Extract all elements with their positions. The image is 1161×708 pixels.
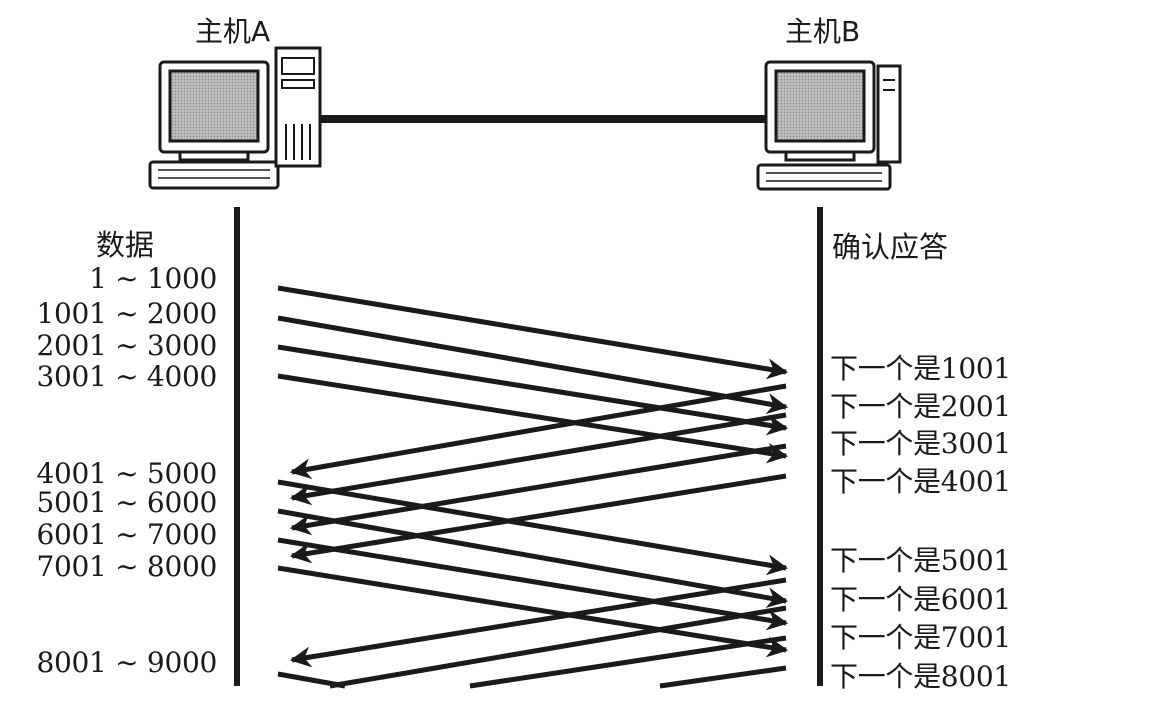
data-arrow [277,344,789,436]
ack-label: 下一个是4001 [830,465,1011,498]
ack-arrow [289,577,787,668]
segment-label: 5001 ~ 6000 [36,486,218,519]
host-a-label: 主机A [195,15,271,48]
ack-arrow [659,665,787,689]
data-arrow [277,671,346,689]
data-arrow [277,373,789,464]
segment-label: 7001 ~ 8000 [36,550,218,583]
host-b-label: 主机B [785,15,861,48]
segment-label: 6001 ~ 7000 [36,518,218,551]
segment-label: 2001 ~ 3000 [36,329,218,362]
segment-label: 4001 ~ 5000 [36,457,218,490]
data-arrow [277,479,789,576]
ack-arrow [289,443,787,536]
message-arrows [277,285,789,689]
ack-label: 下一个是6001 [830,583,1011,616]
ack-label: 下一个是3001 [830,427,1011,460]
segment-label: 8001 ~ 9000 [36,646,218,679]
ack-arrow [289,383,787,480]
ack-label: 下一个是2001 [830,390,1011,423]
ack-label: 下一个是1001 [830,352,1011,385]
ack-label: 下一个是7001 [830,621,1011,654]
segment-label: 1 ~ 1000 [89,262,217,295]
ack-label: 下一个是8001 [830,660,1011,693]
ack-arrow [329,605,787,689]
host-b-computer-icon [756,60,902,191]
data-arrow [277,315,789,415]
data-arrow [277,537,789,631]
data-arrow [277,508,789,609]
ack-label: 下一个是5001 [830,544,1011,577]
ack-column-label: 确认应答 [832,230,949,264]
data-arrow [277,565,789,658]
segment-label: 3001 ~ 4000 [36,360,218,393]
segment-label: 1001 ~ 2000 [36,297,218,330]
host-a-computer-icon [148,46,322,190]
ack-arrow [469,635,787,689]
data-column-label: 数据 [96,228,155,262]
data-arrow [277,285,789,380]
ack-arrow [289,412,787,506]
ack-arrow [289,473,787,564]
